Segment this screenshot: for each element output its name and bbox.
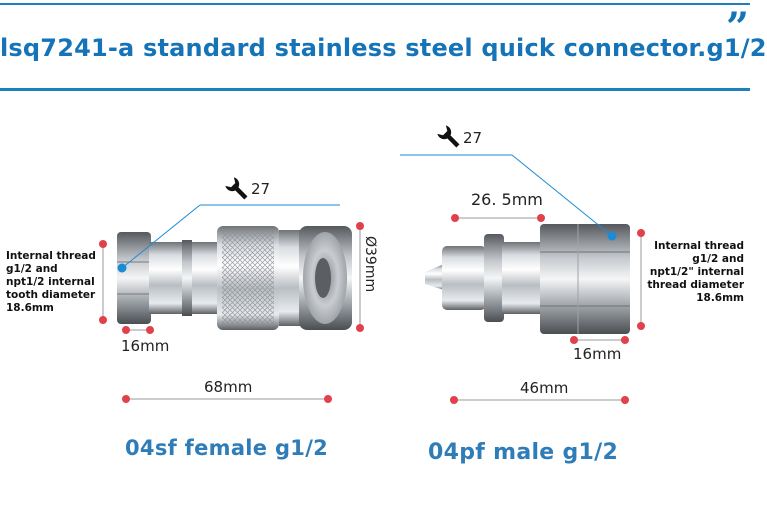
pointer-dots xyxy=(117,231,617,273)
female-diameter-label: Ø39mm xyxy=(362,236,378,292)
dimension-lines xyxy=(102,217,642,401)
male-thread-note: Internal thread g1/2 and npt1/2" interna… xyxy=(647,240,744,304)
female-wrench-size: 27 xyxy=(251,180,271,198)
male-connector xyxy=(425,224,630,334)
male-wrench-size: 27 xyxy=(463,129,483,147)
title-divider xyxy=(0,88,750,91)
product-illustration: Ø39mm xyxy=(99,125,645,404)
page-title: lsq7241-a standard stainless steel quick… xyxy=(0,34,767,62)
female-thread-note: Internal thread g1/2 and npt1/2 internal… xyxy=(6,250,96,314)
top-accent-line xyxy=(0,3,750,5)
wrench-icon xyxy=(225,177,248,200)
male-product-name: 04pf male g1/2 xyxy=(428,440,619,465)
wrench-icon xyxy=(437,125,460,148)
quote-mark: ” xyxy=(726,4,750,51)
female-hex-length: 16mm xyxy=(121,337,170,355)
male-plug-length: 26. 5mm xyxy=(471,190,543,209)
male-total-length: 46mm xyxy=(520,379,569,397)
dimension-markers xyxy=(99,214,645,404)
female-total-length: 68mm xyxy=(204,378,253,396)
pointer-lines xyxy=(121,154,613,269)
female-connector xyxy=(117,226,352,330)
female-product-name: 04sf female g1/2 xyxy=(125,436,329,460)
male-hex-length: 16mm xyxy=(573,345,622,363)
